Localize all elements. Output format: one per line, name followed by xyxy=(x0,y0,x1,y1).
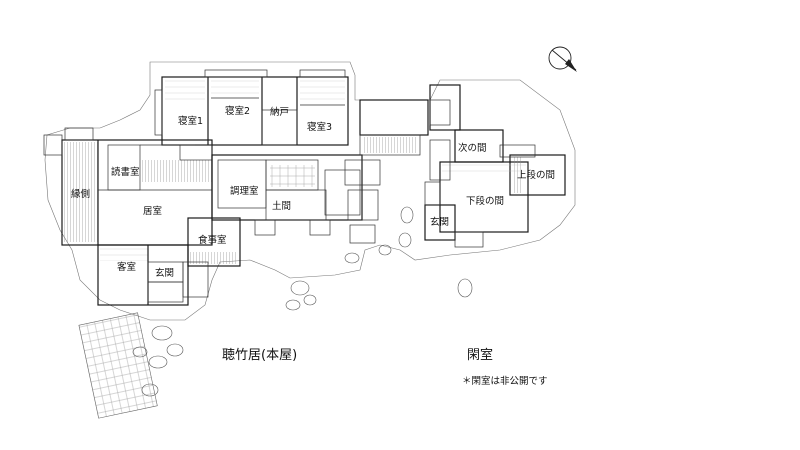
room-label-chorishitsu: 調理室 xyxy=(230,185,259,197)
north-arrow-icon xyxy=(548,46,577,72)
main-house xyxy=(43,69,429,306)
room-label-nando: 納戸 xyxy=(270,106,289,118)
room-label-engawa: 縁側 xyxy=(71,188,90,200)
garden-stones xyxy=(78,206,473,419)
room-label-shinshitsu1: 寝室1 xyxy=(178,115,203,127)
room-label-tsuginoma: 次の間 xyxy=(458,142,487,154)
annex xyxy=(424,84,566,248)
room-label-genkan-annex: 玄関 xyxy=(430,216,449,228)
room-label-doma: 土間 xyxy=(272,200,291,212)
room-label-ima: 居室 xyxy=(143,205,162,217)
room-label-shinshitsu3: 寝室3 xyxy=(307,121,332,133)
annex-label: 閑室 xyxy=(467,347,493,363)
room-labels: 寝室1 寝室2 納戸 寝室3 読書室 縁側 居室 調理室 土間 食事室 客室 玄… xyxy=(71,105,555,279)
main-house-label: 聴竹居(本屋) xyxy=(222,348,297,363)
room-label-gedannoma: 下段の間 xyxy=(466,195,504,207)
room-label-dokushoshitsu: 読書室 xyxy=(111,166,140,178)
room-label-jodannoma: 上段の間 xyxy=(517,169,555,181)
site-outline xyxy=(44,61,576,321)
room-label-genkan-main: 玄関 xyxy=(155,267,174,279)
room-label-kyakushitsu: 客室 xyxy=(117,261,136,273)
annex-note: ＊閑室は非公開です xyxy=(462,375,548,387)
room-label-shinshitsu2: 寝室2 xyxy=(225,105,250,117)
room-label-shokujishitsu: 食事室 xyxy=(198,234,227,246)
